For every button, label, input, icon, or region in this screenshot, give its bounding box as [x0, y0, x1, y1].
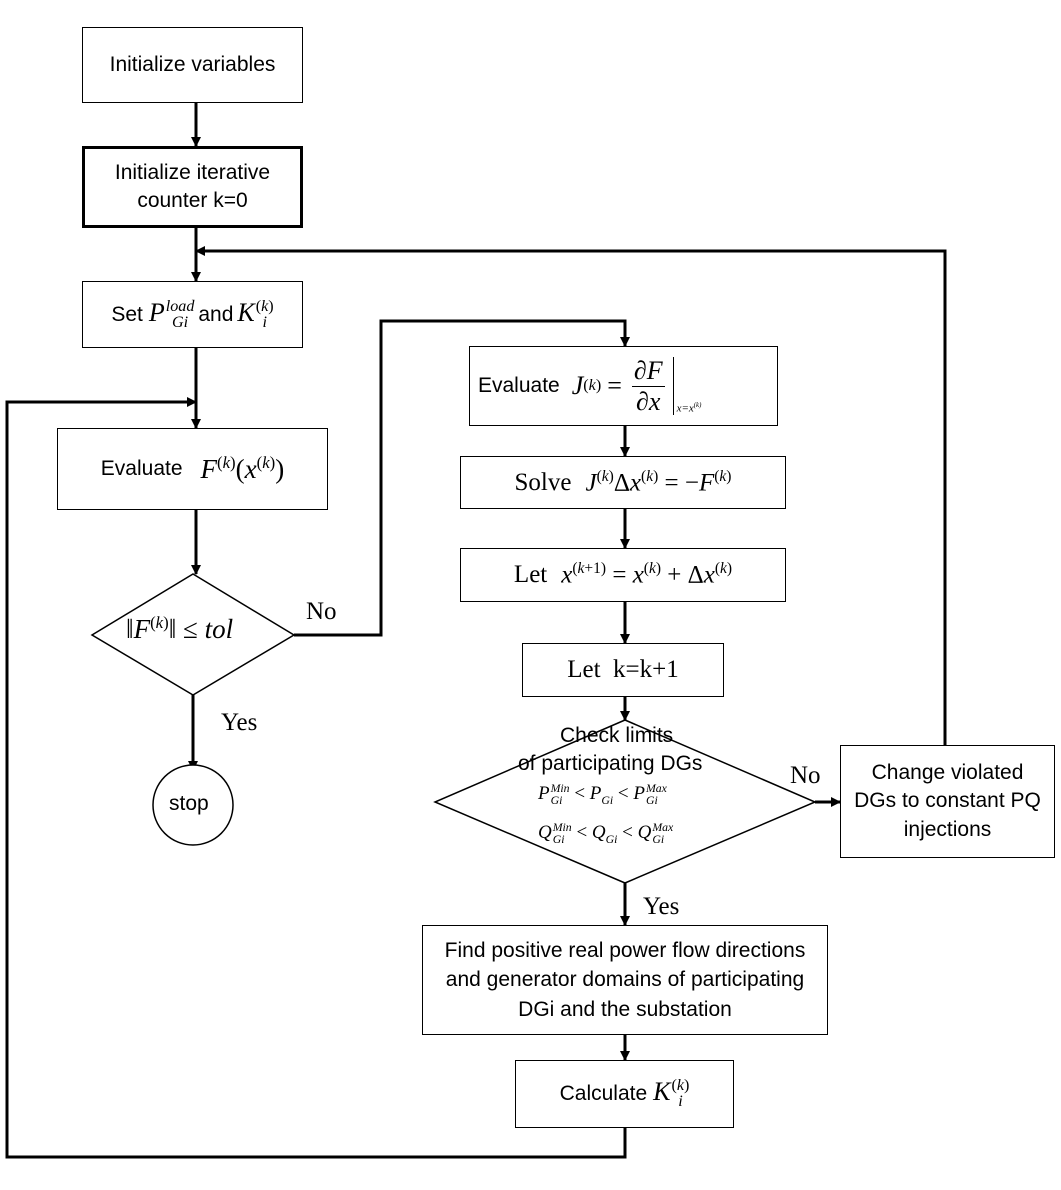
box-initialize-counter-label: Initialize iterative counter k=0 [114, 160, 271, 212]
decision-limits-diamond [433, 719, 817, 884]
k-i-symbol: K(k)i [237, 297, 274, 331]
label-no-tolerance: No [306, 598, 337, 625]
label-no-limits: No [790, 762, 821, 789]
box-initialize-variables: Initialize variables [82, 27, 303, 103]
set-and: and [198, 302, 234, 326]
f-of-x-expression: F(k)(x(k)) [200, 453, 285, 484]
box-change-violated: Change violated DGs to constant PQ injec… [840, 745, 1055, 858]
let2-label: Let k=k+1 [567, 656, 679, 683]
arrow-change-to-loop [195, 246, 947, 745]
jacobian-expression: J(k)= ∂F∂x x=x(k) [571, 355, 702, 416]
box-initialize-counter: Initialize iterative counter k=0 [82, 146, 303, 228]
arrow-no-to-jacobian [294, 319, 630, 637]
label-yes-limits: Yes [643, 893, 680, 920]
box-let-update-x: Let x(k+1) = x(k) + Δx(k) [460, 548, 786, 602]
stop-label: stop [169, 792, 209, 815]
solve-label: Solve [514, 468, 572, 496]
box-initialize-variables-label: Initialize variables [109, 53, 276, 76]
check-limits-line1: Check limits [560, 724, 674, 747]
calc-label: Calculate [559, 1082, 648, 1105]
evaluate-f-label: Evaluate [100, 457, 183, 480]
tol-text: tol [204, 614, 234, 644]
label-yes-tolerance: Yes [221, 709, 258, 736]
calc-k-symbol: K(k)i [653, 1077, 690, 1111]
check-limits-line2: of participating DGs [518, 752, 703, 775]
evaluate-j-label: Evaluate [478, 374, 560, 397]
solve-expression: J(k)Δx(k) = −F(k) [585, 467, 732, 497]
box-let-increment-k: Let k=k+1 [522, 643, 724, 697]
update-x-expression: x(k+1) = x(k) + Δx(k) [561, 560, 733, 589]
change-label: Change violated DGs to constant PQ injec… [854, 760, 1041, 841]
find-label: Find positive real power flow directions… [444, 938, 806, 1021]
box-evaluate-f: Evaluate F(k)(x(k)) [57, 428, 328, 510]
box-calculate-k: Calculate K(k)i [515, 1060, 734, 1128]
arrow-calc-to-loop [5, 397, 627, 1159]
tolerance-condition: ‖F(k)‖ ≤ tol [126, 613, 234, 644]
stop-circle [152, 764, 234, 846]
set-prefix: Set [111, 302, 143, 326]
box-solve: Solve J(k)Δx(k) = −F(k) [460, 456, 786, 509]
let1-label: Let [513, 561, 548, 588]
box-evaluate-jacobian: Evaluate J(k)= ∂F∂x x=x(k) [469, 346, 778, 426]
decision-tolerance-diamond [90, 573, 296, 696]
box-find-power-flow: Find positive real power flow directions… [422, 925, 828, 1035]
